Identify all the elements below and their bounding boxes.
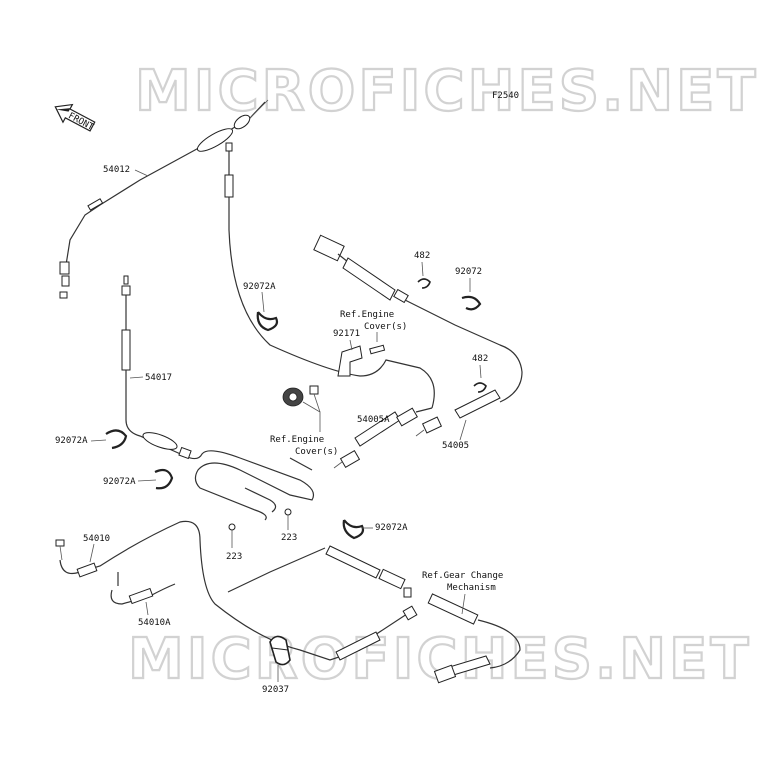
watermark-top: MICROFICHES.NET [135,59,759,124]
clip-92072A-right [342,519,365,540]
clip-92072A-mid [154,468,174,490]
label-54017: 54017 [145,373,172,383]
label-223-right: 223 [281,533,297,543]
oil-seal [282,385,319,407]
watermark-bottom: MICROFICHES.NET [128,627,752,692]
ref-engine-cover-2-line2: Cover(s) [295,447,338,457]
label-54012: 54012 [103,165,130,175]
label-92072A-mid: 92072A [103,477,136,487]
throttle-cable-54012 [59,99,269,299]
label-223-left: 223 [226,552,242,562]
gear-change-cable [227,545,521,684]
choke-cable-54017 [121,275,315,521]
label-92037: 92037 [262,685,289,695]
circlip-482-mid [473,382,487,393]
label-92171: 92171 [333,329,360,339]
ref-engine-cover-2-line1: Ref.Engine [270,435,324,445]
label-92072A-top: 92072A [243,282,276,292]
clutch-cable-54005A [333,407,433,469]
ref-engine-cover-1-line2: Cover(s) [364,322,407,332]
ref-engine-cover-1-line1: Ref.Engine [340,310,394,320]
label-54005A: 54005A [357,415,390,425]
clamp-92037 [269,635,291,666]
bolt-223-right [284,508,292,530]
clutch-cable-upper [224,142,435,409]
circlip-482-top [417,278,431,289]
bolt-92171 [369,332,386,355]
ref-gear-change-line1: Ref.Gear Change [422,571,503,581]
brake-cable-54010 [55,520,361,661]
label-92072A-left: 92072A [55,436,88,446]
label-54010A: 54010A [138,618,171,628]
bolt-223-left [228,523,236,548]
clutch-cable-54005 [313,234,523,437]
label-92072A-right: 92072A [375,523,408,533]
front-arrow-icon: FRONT [54,103,96,133]
clip-92072A-left [105,429,128,450]
bracket [337,339,363,377]
label-482-top: 482 [414,251,430,261]
figure-code: F2540 [492,91,519,101]
label-92072: 92072 [455,267,482,277]
label-54010: 54010 [83,534,110,544]
clip-92072 [461,295,482,311]
clip-92072A-top [256,311,279,332]
label-54005: 54005 [442,441,469,451]
label-482-mid: 482 [472,354,488,364]
ref-gear-change-line2: Mechanism [447,583,496,593]
